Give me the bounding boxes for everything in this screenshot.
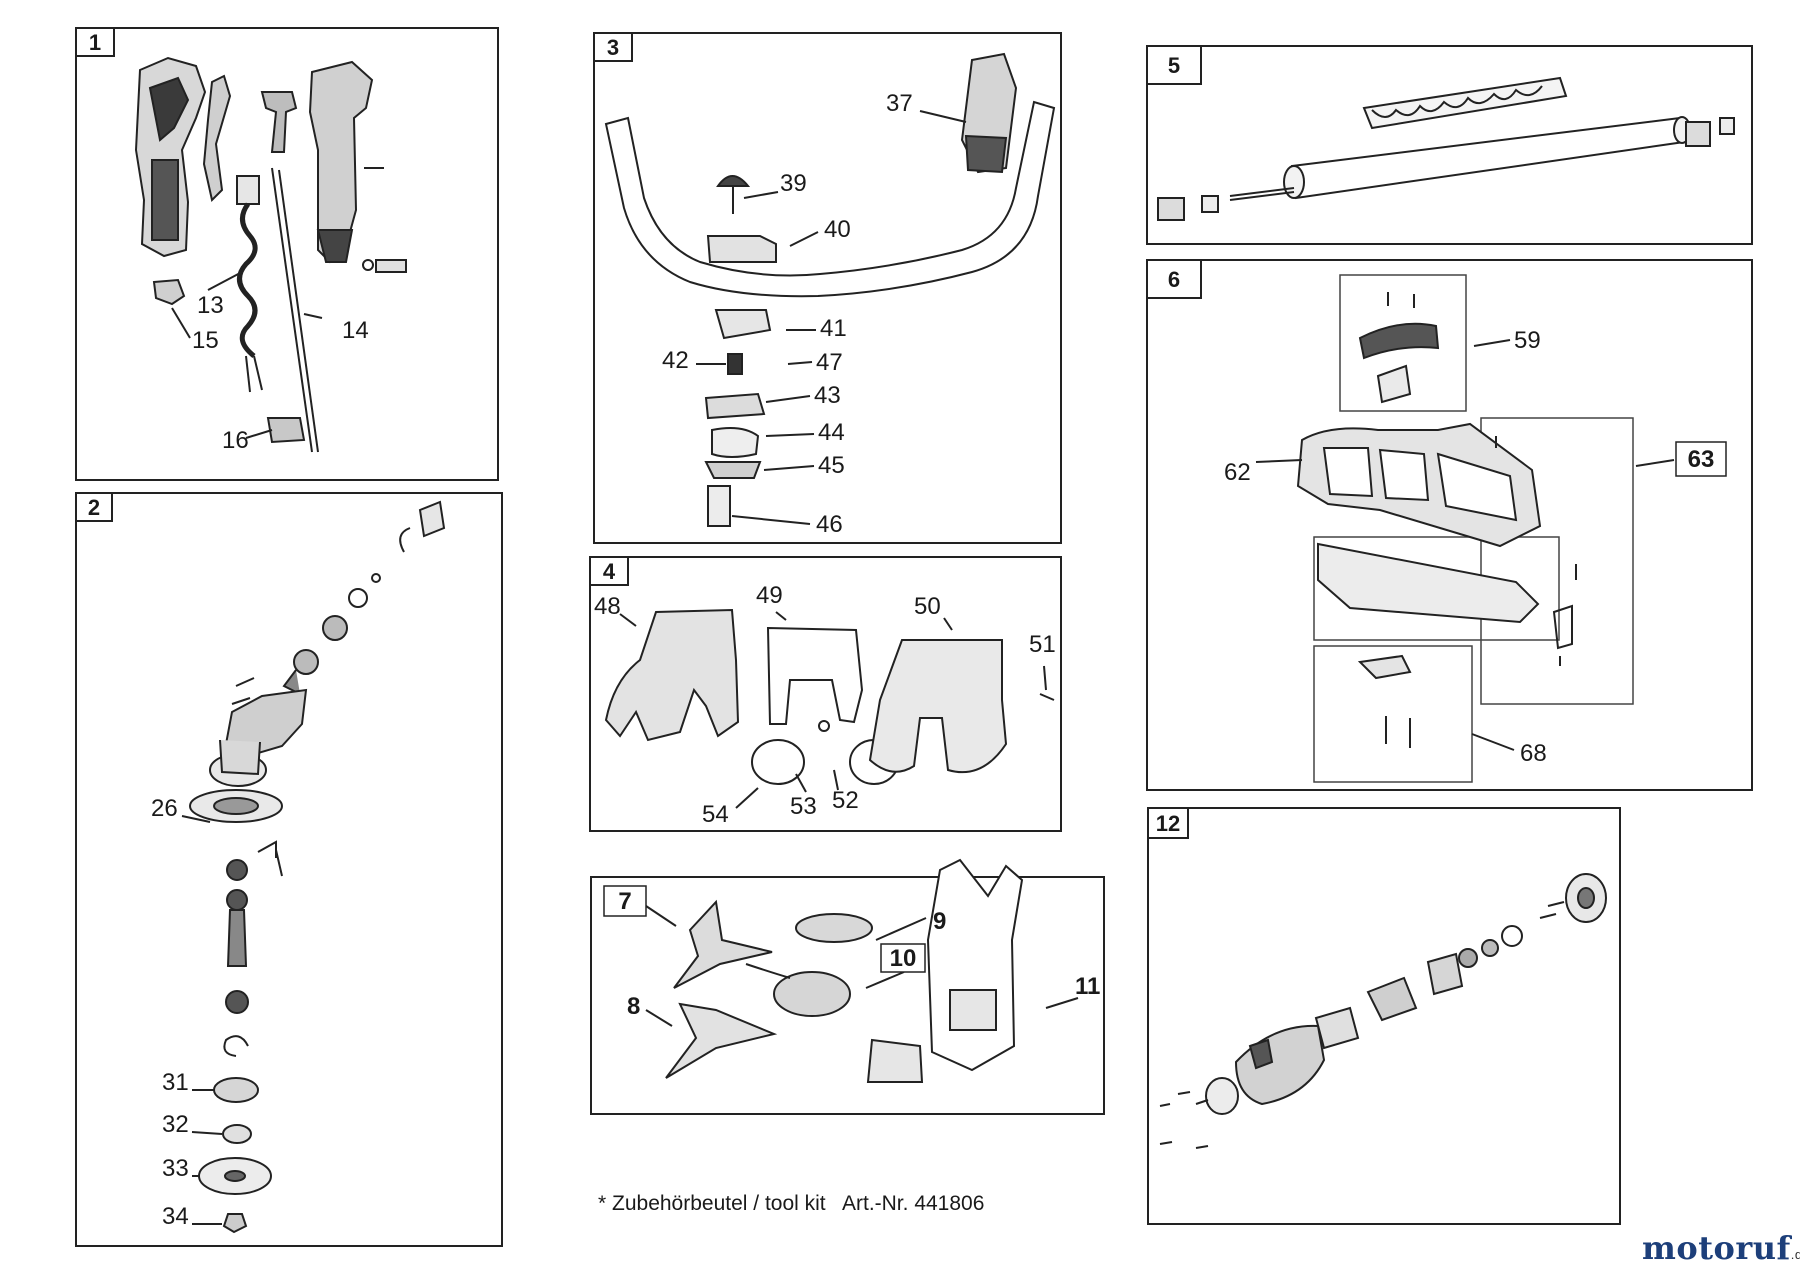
section-number: 12 [1156,811,1180,836]
part-number-13: 13 [197,292,224,319]
section-tag [1146,259,1202,299]
boxed-part-frame [603,885,647,917]
boxed-part-7: 7 [603,885,647,917]
section-tag [75,27,115,57]
part-number-8: 8 [627,993,640,1020]
section-3: 3 [593,32,1062,544]
part-number-32: 32 [162,1111,189,1138]
part-number-47: 47 [816,349,843,376]
section-tag [593,32,633,62]
blades-and-harness-drawing [639,858,1079,1083]
boxed-part-number: 63 [1688,446,1715,473]
section-2: 2 [75,492,503,1247]
part-number-54: 54 [702,801,729,828]
part-number-37: 37 [886,90,913,117]
part-number-48: 48 [594,593,621,620]
part-number-31: 31 [162,1069,189,1096]
section-frame [1146,259,1753,791]
boxed-part-number: 10 [890,945,917,972]
part-number-43: 43 [814,382,841,409]
section-number: 3 [607,35,619,60]
section-6: 6 [1146,259,1753,791]
part-number-33: 33 [162,1155,189,1182]
kit-frame [1313,536,1560,641]
handlebar-drawing [604,52,1056,527]
tool-case-drawing [1255,292,1675,751]
part-number-52: 52 [832,787,859,814]
part-number-50: 50 [914,593,941,620]
section-blades-frame [590,876,1105,1115]
part-number-frames: 7 10 63 [603,441,1727,973]
part-number-45: 45 [818,452,845,479]
part-number-62: 62 [1224,459,1251,486]
section-number: 4 [603,559,616,584]
part-number-34: 34 [162,1203,189,1230]
part-number-59: 59 [1514,327,1541,354]
part-number-42: 42 [662,347,689,374]
brand-logo[interactable]: motoruf.de [1642,1229,1800,1267]
section-frame [75,27,499,481]
kit-frame [1480,417,1634,705]
part-number-15: 15 [192,327,219,354]
section-frame [1146,45,1753,245]
part-number-44: 44 [818,419,845,446]
section-number: 1 [89,30,101,55]
section-frame [75,492,503,1247]
drive-shaft-drawing [1157,76,1735,221]
section-frame [1147,807,1621,1225]
gear-head-drawing [181,500,446,1234]
part-number-51: 51 [1029,631,1056,658]
boxed-part-63: 63 [1675,441,1727,477]
part-number-46: 46 [816,511,843,538]
boxed-part-number: 7 [618,888,631,915]
section-12: 12 [1147,807,1621,1225]
section-number: 6 [1168,267,1180,292]
motor-clutch-drawing [1159,873,1607,1149]
part-number-9: 9 [933,908,946,935]
section-number: 2 [88,495,100,520]
section-frame [589,556,1062,832]
brand-tld: .de [1790,1247,1800,1262]
section-tag [1146,45,1202,85]
part-number-68: 68 [1520,740,1547,767]
boxed-part-10: 10 [880,943,926,973]
kit-frame [1313,645,1473,783]
part-number-11: 11 [1075,973,1100,1000]
section-5: 5 [1146,45,1753,245]
part-number-41: 41 [820,315,847,342]
boxed-part-frame [1675,441,1727,477]
tool-kit-footnote: * Zubehörbeutel / tool kit Art.-Nr. 4418… [598,1192,985,1215]
part-number-40: 40 [824,216,851,243]
handle-assembly-drawing [134,56,407,453]
part-number-39: 39 [780,170,807,197]
blade-guard-drawing [604,608,1055,809]
section-number: 5 [1168,53,1180,78]
boxed-part-frame [880,943,926,973]
part-number-26: 26 [151,795,178,822]
section-tag [589,556,629,586]
section-frame [593,32,1062,544]
kit-frame [1339,274,1467,412]
part-number-53: 53 [790,793,817,820]
section-1: 1 [75,27,499,481]
part-number-14: 14 [342,317,369,344]
section-tag [1147,807,1189,839]
section-tag [75,492,113,522]
brand-name: motoruf [1642,1229,1791,1267]
part-number-49: 49 [756,582,783,609]
part-number-16: 16 [222,427,249,454]
section-4: 4 [589,556,1062,832]
